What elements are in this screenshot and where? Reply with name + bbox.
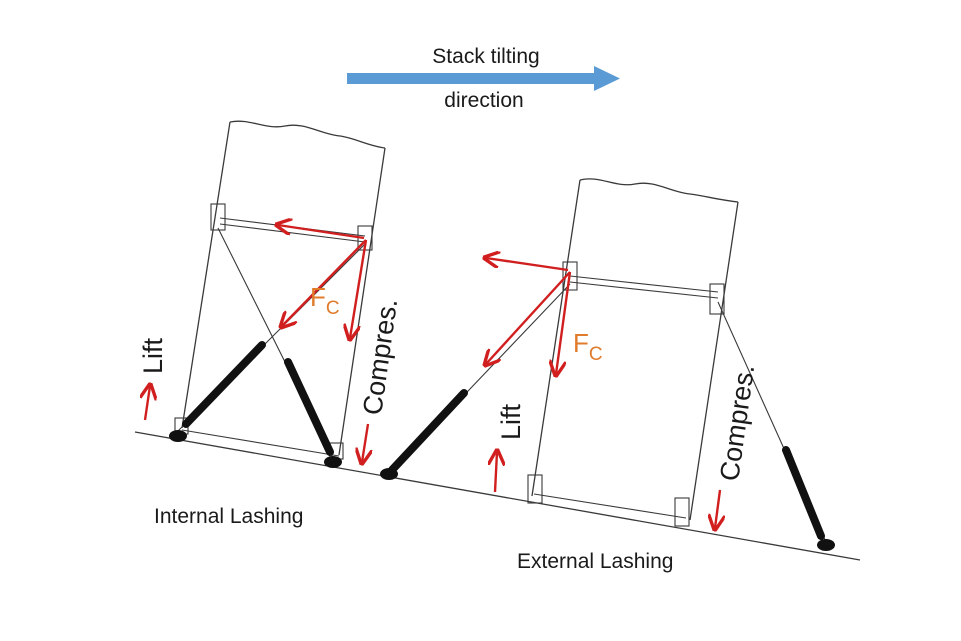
right-fc-force-arrow [486, 271, 571, 364]
direction-label-line1: Stack tilting [432, 45, 539, 68]
right-lift-label: Lift [496, 403, 526, 440]
deck-line [134, 431, 861, 561]
internal-lashing-caption: Internal Lashing [154, 505, 303, 528]
right-container [380, 178, 835, 551]
left-compression-force-arrow [350, 239, 368, 338]
right-horizontal-force-arrow [486, 258, 569, 272]
direction-label-line2: direction [444, 89, 523, 112]
left-lift-label: Lift [138, 337, 168, 374]
left-compres-label: Compres. [357, 297, 403, 417]
external-lashing-caption: External Lashing [517, 550, 673, 573]
right-compres-arrow [715, 489, 720, 528]
right-fc-label: FC [573, 328, 603, 365]
left-fc-force-arrow [282, 239, 367, 326]
left-horizontal-force-arrow [278, 225, 365, 240]
right-lift-arrow [495, 452, 497, 493]
right-compres-label: Compres. [714, 363, 760, 483]
left-fc-label: FC [310, 282, 340, 319]
right-compression-force-arrow [556, 271, 572, 374]
right-force-arrows [486, 258, 720, 528]
left-compres-arrow [362, 423, 368, 462]
tilting-direction-arrow [347, 66, 620, 91]
left-lift-arrow [145, 386, 150, 421]
left-force-arrows [145, 225, 368, 462]
left-container [169, 120, 386, 468]
